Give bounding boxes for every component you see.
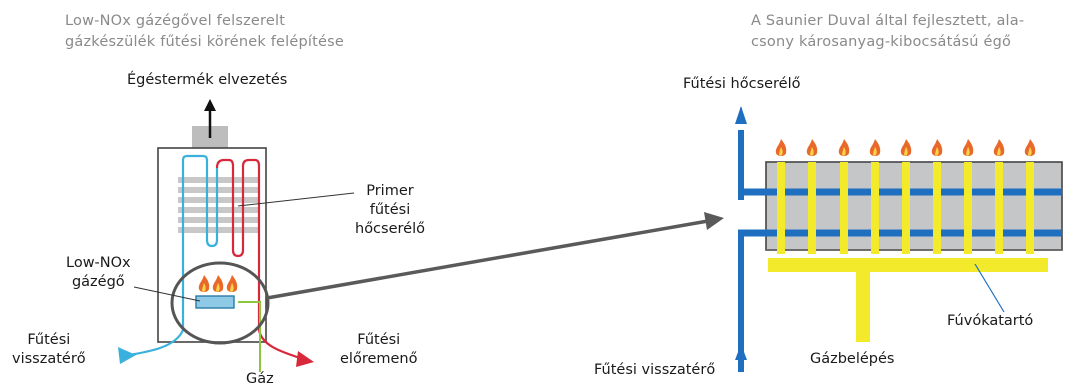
return-up-arrowhead: [735, 344, 747, 360]
left-flow-label-line-2: előremenő: [340, 351, 418, 367]
return-pipe: [121, 154, 219, 358]
burner-leader-line: [133, 286, 201, 302]
detail-flame-icon: [869, 139, 881, 156]
detail-flame-icon: [993, 139, 1005, 156]
detail-flame-icon: [931, 139, 943, 156]
hx-leader-line: [237, 192, 355, 207]
right-return-label: Fűtési visszatérő: [594, 362, 716, 378]
detail-flame-icon: [900, 139, 912, 156]
left-flow-label-line-1: Fűtési: [357, 332, 401, 348]
burner-label: Low-NOx gázégő: [66, 254, 131, 292]
flow-outlet-arrowhead: [296, 351, 314, 367]
detail-flame-icon: [962, 139, 974, 156]
primary-hx-label: Primer fűtési hőcserélő: [355, 182, 425, 239]
left-return-label-line-2: visszatérő: [12, 351, 86, 367]
return-inlet-arrowhead: [118, 347, 136, 364]
detail-flame-icon: [838, 139, 850, 156]
boiler-diagram: [118, 99, 355, 372]
nozzle-holder-label: Fúvókatartó: [947, 313, 1034, 329]
burner-label-line-1: Low-NOx: [66, 255, 131, 271]
nozzle-leader-line: [974, 263, 1005, 313]
left-caption-line-2: gázkészülék fűtési körének felépítése: [65, 34, 345, 50]
primary-hx-label-line-3: hőcserélő: [355, 221, 425, 237]
detail-flame-icon: [806, 139, 818, 156]
zoom-arrow: [266, 219, 709, 300]
zoom-arrowhead: [704, 212, 724, 230]
detail-flame-icon: [775, 139, 787, 156]
exhaust-arrowhead: [204, 99, 216, 111]
detail-flame-icon: [1024, 139, 1036, 156]
primary-hx-label-line-1: Primer: [366, 183, 414, 199]
left-return-label-line-1: Fűtési: [27, 332, 71, 348]
gas-feed-pipe: [856, 272, 870, 342]
gas-label: Gáz: [246, 371, 274, 387]
low-nox-burner: [195, 295, 235, 309]
nozzle-bars: [777, 162, 1034, 254]
left-caption-line-1: Low-NOx gázégővel felszerelt: [65, 13, 286, 29]
gas-pipe: [238, 301, 261, 372]
burner-label-line-2: gázégő: [71, 274, 125, 290]
burner-detail: [735, 106, 1063, 372]
exhaust-label: Égéstermék elvezetés: [127, 72, 288, 88]
right-hx-label: Fűtési hőcserélő: [683, 76, 801, 92]
left-return-label: Fűtési visszatérő: [12, 331, 86, 369]
right-caption: A Saunier Duval által fejlesztett, ala- …: [751, 11, 1024, 53]
right-caption-line-1: A Saunier Duval által fejlesztett, ala-: [751, 13, 1025, 29]
left-caption: Low-NOx gázégővel felszerelt gázkészülék…: [65, 11, 344, 53]
gas-inlet-label: Gázbelépés: [810, 351, 895, 367]
right-caption-line-2: csony károsanyag-kibocsátású égő: [751, 34, 1012, 50]
primary-hx-label-line-2: fűtési: [369, 202, 411, 218]
left-flow-label: Fűtési előremenő: [340, 331, 418, 369]
nozzle-holder: [768, 258, 1048, 272]
zoom-ellipse: [170, 261, 270, 345]
flow-pipe: [215, 158, 301, 360]
